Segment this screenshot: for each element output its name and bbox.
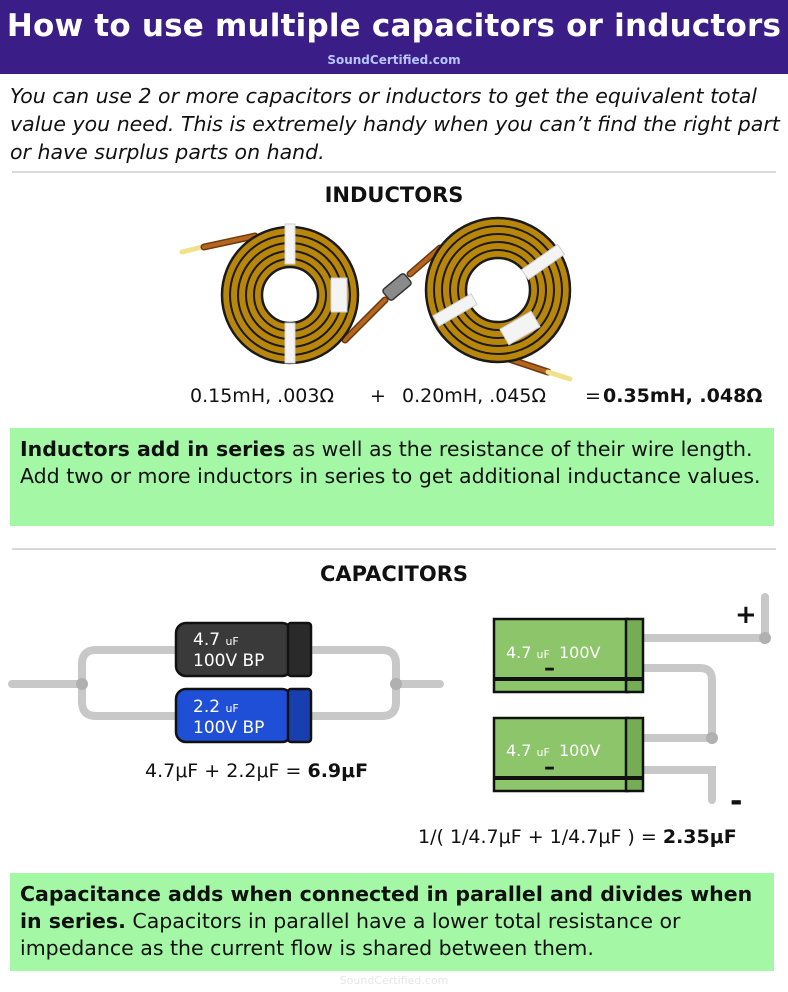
inductors-note-text: as well as the resistance of their wire …	[20, 437, 761, 488]
cap1-rating-label: 100V BP	[193, 651, 265, 671]
intro-text: You can use 2 or more capacitors or indu…	[10, 84, 780, 164]
inductor-equals-sign: =	[585, 385, 601, 407]
negative-sign: -	[730, 784, 743, 819]
divider-middle	[12, 548, 776, 550]
inductor-coil-2	[424, 216, 572, 364]
page-title: How to use multiple capacitors or induct…	[6, 8, 782, 44]
capacitors-note-bold: Capacitance adds when connected in paral…	[20, 882, 753, 933]
series-cap2-label: 4.7 uF 100V	[506, 741, 601, 760]
series-equation: 1/( 1/4.7μF + 1/4.7μF ) = 2.35μF	[418, 826, 737, 848]
inductor-term-1: 0.15mH, .003Ω	[190, 385, 335, 407]
inductors-note-bold: Inductors add in series	[20, 437, 286, 461]
footer-watermark: SoundCertified.com	[339, 974, 449, 987]
parallel-result: 6.9μF	[307, 760, 369, 782]
parallel-junction-right	[390, 678, 402, 690]
cap1-value-label: 4.7 uF	[193, 630, 239, 650]
series-cap1-stripe-mark: –	[544, 656, 555, 681]
divider-top	[12, 171, 776, 173]
capacitors-note-text: Capacitors in parallel have a lower tota…	[20, 909, 681, 960]
inductor-plus-sign: +	[370, 385, 386, 407]
series-result: 2.35μF	[662, 826, 737, 848]
capacitors-heading: CAPACITORS	[319, 562, 469, 586]
inductors-heading: INDUCTORS	[324, 183, 464, 207]
positive-sign: +	[735, 600, 757, 630]
inductor-result: 0.35mH, .048Ω	[603, 385, 763, 407]
inductors-note: Inductors add in series as well as the r…	[10, 428, 774, 526]
wire-splice-connector	[382, 273, 412, 301]
inductor-coil-1	[220, 223, 360, 365]
cap2-value-label: 2.2 uF	[193, 697, 239, 717]
inductor-term-2: 0.20mH, .045Ω	[402, 385, 547, 407]
parallel-equation: 4.7μF + 2.2μF = 6.9μF	[145, 760, 369, 782]
series-cap2-stripe-mark: –	[544, 755, 555, 780]
parallel-junction-left	[76, 678, 88, 690]
series-junction	[706, 732, 718, 744]
header-banner: How to use multiple capacitors or induct…	[0, 0, 788, 74]
site-name: SoundCertified.com	[327, 53, 461, 67]
inductor-lead-wires	[179, 232, 573, 382]
cap2-rating-label: 100V BP	[193, 718, 265, 738]
capacitors-note: Capacitance adds when connected in paral…	[10, 873, 774, 971]
series-cap1-label: 4.7 uF 100V	[506, 643, 601, 662]
series-terminal-positive	[759, 632, 771, 644]
